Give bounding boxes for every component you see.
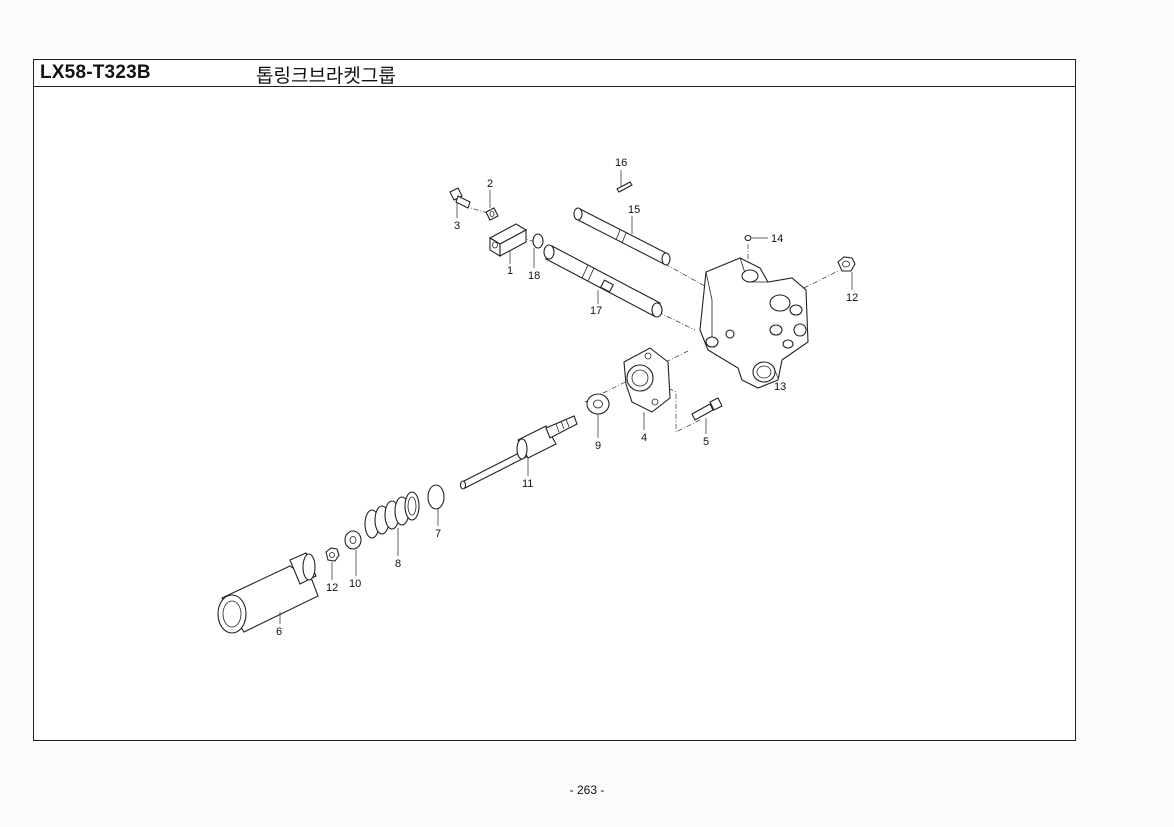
callout-9: 9	[595, 440, 601, 452]
model-code: LX58-T323B	[40, 62, 151, 83]
page-number: - 263 -	[569, 783, 605, 797]
part-18-washer	[532, 233, 544, 249]
title-bar: LX58-T323B 톱링크브라켓그룹	[34, 60, 1075, 87]
callout-6: 6	[276, 626, 282, 638]
part-15-shaft	[573, 207, 671, 266]
part-10-washer	[344, 530, 362, 550]
callout-12-left: 12	[326, 582, 338, 594]
callout-5: 5	[703, 436, 709, 448]
part-11-rod	[459, 415, 578, 490]
callout-15: 15	[628, 204, 640, 216]
callout-18: 18	[528, 270, 540, 282]
callout-labels: 16 2 3 15 14 1 18 12 17 13 4 5 9 11 7 8 …	[276, 157, 858, 638]
callout-12-right: 12	[846, 292, 858, 304]
part-4-flange	[623, 347, 671, 413]
part-16-pin	[616, 181, 633, 193]
part-12-nut-right	[837, 256, 856, 272]
callout-8: 8	[395, 558, 401, 570]
part-13-bracket	[699, 257, 809, 389]
part-7-o-ring	[427, 484, 445, 510]
part-8-spring	[364, 491, 420, 539]
callout-14: 14	[771, 233, 783, 245]
part-9-washer	[586, 393, 610, 415]
part-17-shaft	[543, 244, 663, 318]
group-title: 톱링크브라켓그룹	[256, 65, 396, 87]
callout-4: 4	[641, 432, 647, 444]
part-1-block	[488, 223, 528, 257]
callout-7: 7	[435, 528, 441, 540]
part-6-cylinder-cover	[217, 552, 319, 634]
part-2-nut	[485, 207, 499, 221]
callout-13: 13	[774, 381, 786, 393]
part-5-bolt	[691, 397, 723, 421]
callout-17: 17	[590, 305, 602, 317]
callout-3: 3	[454, 220, 460, 232]
leader-lines	[279, 170, 853, 624]
part-3-bolt	[449, 187, 471, 209]
callout-16: 16	[615, 157, 627, 169]
callout-2: 2	[487, 178, 493, 190]
part-12-nut-left	[325, 547, 340, 562]
diagram-frame: LX58-T323B 톱링크브라켓그룹	[33, 59, 1076, 741]
callout-11: 11	[522, 478, 533, 490]
callout-10: 10	[349, 578, 361, 590]
part-14-screw	[744, 234, 768, 242]
callout-1: 1	[507, 265, 513, 277]
